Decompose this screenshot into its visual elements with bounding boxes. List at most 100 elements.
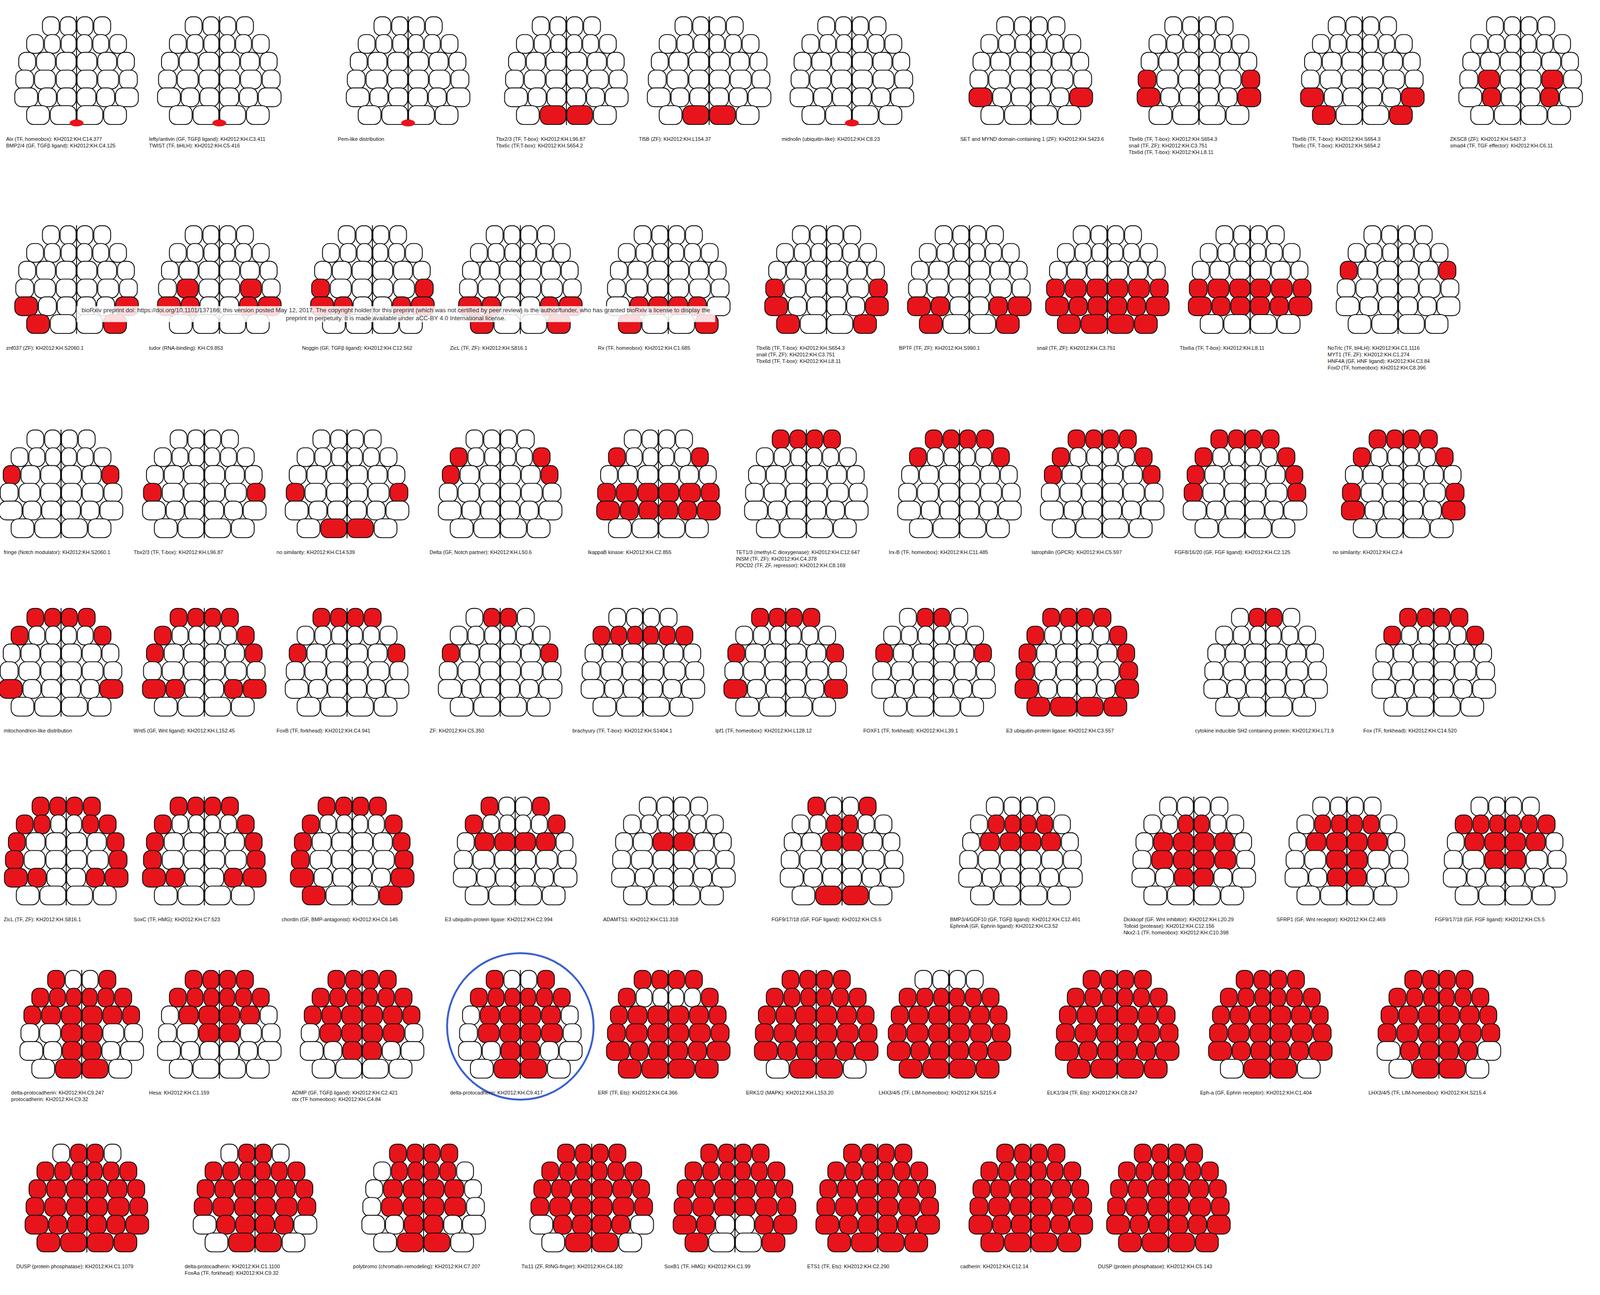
embryo-cell: [439, 661, 457, 681]
embryo-illustration: [740, 423, 873, 547]
embryo-cell: [486, 225, 504, 245]
embryo-cell: [867, 261, 885, 281]
embryo-cell: [4, 868, 28, 888]
embryo-cell: [976, 661, 995, 681]
embryo-cell: [520, 1006, 541, 1026]
embryo-cell: [989, 296, 1008, 316]
embryo-cell: [1156, 1042, 1180, 1061]
embryo-cell: [623, 815, 641, 835]
embryo-cell: [500, 518, 527, 538]
embryo-cell: [1451, 608, 1469, 628]
embryo-cell: [1399, 608, 1417, 628]
embryo-cell: [869, 16, 887, 36]
embryo-cell: [1398, 243, 1414, 263]
embryo-cell: [879, 105, 902, 125]
embryo-cell: [1434, 608, 1451, 628]
embryo-cell: [652, 970, 669, 990]
embryo-cell: [1305, 850, 1326, 870]
embryo-cell: [408, 34, 424, 54]
embryo-illustration: [775, 790, 909, 914]
embryo-cell: [1001, 868, 1021, 888]
embryo-cell: [1505, 850, 1526, 870]
embryo-cell: [689, 87, 709, 107]
embryo-cell: [780, 518, 806, 538]
embryo-midline: [203, 796, 205, 906]
embryo-cell: [119, 279, 138, 299]
embryo-cell: [1135, 447, 1152, 467]
embryo-cell: [307, 644, 326, 664]
embryo-cell: [181, 1042, 200, 1061]
embryo-cell: [23, 501, 41, 520]
embryo-cell: [839, 447, 857, 467]
embryo-cell: [1250, 279, 1271, 299]
embryo-cell: [19, 661, 40, 681]
embryo-cell: [931, 296, 950, 316]
embryo-cell: [204, 833, 225, 852]
embryo-cell: [77, 626, 94, 646]
embryo-cell: [809, 815, 826, 835]
embryo-cell: [326, 465, 347, 485]
embryo-cell: [312, 1059, 335, 1079]
embryo-cell: [367, 501, 386, 520]
embryo-cell: [563, 279, 582, 299]
embryo-cell: [1109, 626, 1127, 646]
embryo-cell: [528, 87, 547, 107]
embryo-cell: [888, 1024, 906, 1044]
embryo-cell: [1075, 518, 1102, 538]
embryo-cell: [1553, 34, 1571, 54]
embryo-cell: [1240, 52, 1258, 71]
embryo-cell: [247, 661, 265, 681]
embryo-cell: [1149, 34, 1167, 54]
embryo-cell: [1212, 1006, 1230, 1026]
embryo-illustration: [138, 423, 271, 547]
embryo-cell: [1020, 797, 1037, 817]
embryo-cell: [1271, 261, 1291, 281]
embryo-midline: [785, 608, 787, 717]
embryo-cell: [347, 661, 368, 681]
embryo-cell: [204, 644, 225, 664]
embryo-cell: [901, 626, 918, 646]
embryo-cell: [857, 815, 874, 835]
embryo-cell: [219, 1024, 240, 1044]
embryo-cell: [891, 1006, 909, 1026]
embryo-cell: [311, 833, 331, 852]
expression-spot: [212, 119, 226, 127]
embryo-cell: [326, 483, 347, 503]
embryo-cell: [379, 626, 397, 646]
embryo-cell: [1026, 697, 1050, 717]
embryo-cell: [895, 69, 913, 89]
embryo-cell: [66, 850, 87, 870]
embryo-cell: [374, 16, 392, 36]
embryo-cell: [374, 518, 397, 538]
embryo-cell: [784, 833, 802, 852]
embryo-cell: [725, 661, 743, 681]
embryo-cell: [243, 868, 266, 888]
embryo-cell: [610, 261, 628, 281]
embryo-cell: [204, 797, 221, 817]
embryo-cell: [88, 518, 111, 538]
embryo-cell: [459, 1024, 478, 1044]
embryo-cell: [1102, 429, 1119, 449]
embryo-cell: [103, 105, 127, 125]
embryo-cell: [1447, 833, 1465, 852]
embryo-cell: [1087, 279, 1107, 299]
embryo-cell: [309, 850, 331, 870]
embryo-cell: [949, 1059, 976, 1079]
embryo-cell: [488, 243, 505, 263]
embryo-cell: [806, 644, 826, 664]
embryo-cell: [171, 626, 188, 646]
embryo-cell: [657, 797, 673, 817]
embryo-cell: [776, 314, 800, 334]
embryo-cell: [1066, 261, 1086, 281]
embryo-cell: [1221, 886, 1244, 905]
embryo-illustration: [0, 790, 133, 914]
embryo-cell: [909, 1006, 928, 1026]
embryo-cell: [1205, 465, 1224, 485]
embryo-cell: [943, 447, 959, 467]
embryo-cell: [1340, 261, 1358, 281]
embryo-cell: [374, 697, 397, 717]
embryo-cell: [28, 868, 47, 888]
embryo-cell: [429, 52, 449, 71]
embryo-cell: [1362, 52, 1383, 71]
